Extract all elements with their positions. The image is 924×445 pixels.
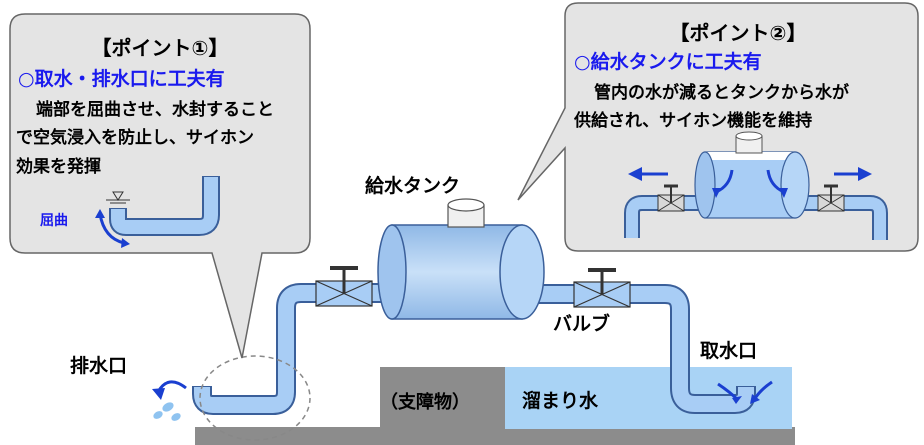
valve-right[interactable] [573, 268, 631, 308]
siphon-pipe [213, 285, 735, 413]
valve-label: バルブ [553, 312, 610, 335]
point1-heading: 【ポイント①】 [92, 36, 229, 60]
bent-pipe-illustration [106, 176, 220, 236]
supply-tank [377, 198, 545, 320]
obstacle-block [380, 367, 505, 429]
point2-subheading: ○給水タンクに工夫有 [574, 50, 762, 73]
callout-point1 [9, 13, 311, 359]
valve-left[interactable] [315, 266, 373, 307]
ground [195, 427, 795, 445]
point2-heading: 【ポイント②】 [670, 21, 807, 45]
point2-body-line-2: 供給され、サイホン機能を維持 [573, 110, 812, 131]
obstacle-label: （支障物） [380, 391, 470, 413]
flow-direction-arrow-right-icon [834, 167, 872, 181]
water-drop-icon [162, 402, 174, 412]
flow-direction-arrow-left-icon [628, 167, 668, 181]
tank-label: 給水タンク [365, 174, 460, 197]
bend-label: 屈曲 [40, 212, 68, 229]
callout-point2 [517, 2, 919, 252]
intake-label: 取水口 [700, 340, 757, 362]
mini-tank-system [624, 131, 888, 240]
water-seal-highlight [199, 355, 311, 441]
pooled-water-label: 溜まり水 [522, 389, 599, 412]
point1-body-line-1: 端部を屈曲させ、水封すること [36, 99, 274, 120]
point1-body-line-2: で空気浸入を防止し、サイホン [16, 127, 254, 148]
point2-body-line-1: 管内の水が減るとタンクから水が [594, 82, 849, 103]
outlet-label: 排水口 [70, 354, 127, 377]
point1-subheading: ○取水・排水口に工夫有 [18, 67, 225, 90]
point1-body-line-3: 効果を発揮 [16, 156, 101, 177]
